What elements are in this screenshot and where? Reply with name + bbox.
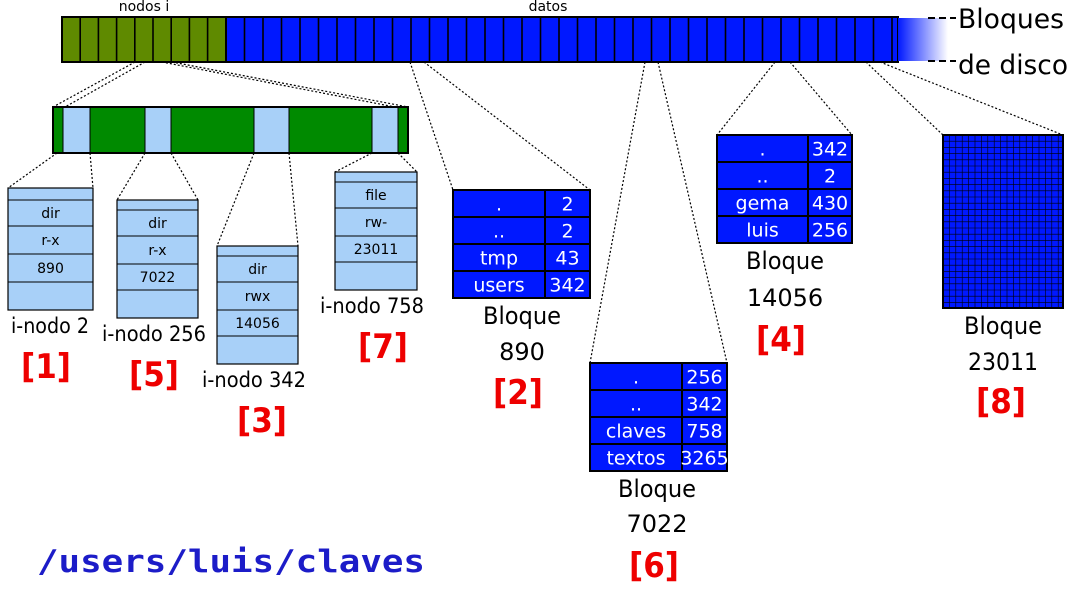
zoom-connectors [7,61,1064,364]
data-block-caption-2: 23011 [968,348,1038,376]
block-14056-entry-name: luis [746,220,779,242]
step-label-8: [8] [976,382,1026,422]
block-7022-entry-name: claves [606,421,666,443]
inodes-label: nodos i [119,0,170,15]
block-14056-entry-inode: 342 [812,139,848,161]
block-890-caption-2: 890 [499,338,545,366]
inode-2-caption: i-nodo 2 [11,314,89,338]
block-890-entry-name: users [473,275,524,297]
block-7022-entry-inode: 758 [686,421,722,443]
inode-2-field-0: dir [41,206,60,222]
inode-758-field-1: rw- [365,215,387,231]
disk-cell-dividers [79,17,893,62]
inode-slot [254,108,289,152]
legend-line-1: Bloques [958,4,1064,35]
inode-256-card: dir r-x 7022 i-nodo 256 [5] [102,199,206,395]
inode-758-caption: i-nodo 758 [320,294,424,318]
block-890-entry-inode: 2 [561,221,573,243]
step-label-2: [2] [493,373,543,413]
step-label-3: [3] [237,401,287,441]
inode-342-field-0: dir [248,262,267,278]
inode-256-field-2: 7022 [140,270,176,286]
inode-table [52,106,409,154]
inode-758-field-0: file [365,188,386,204]
data-region [225,16,899,63]
data-label: datos [529,0,568,15]
data-region-fade [898,18,948,61]
path-label: /users/luis/claves [37,544,425,580]
block-14056-entry-name: . [759,139,765,161]
inode-342-field-1: rwx [245,289,271,305]
inode-slot [372,108,398,152]
block-890-entry-name: .. [493,221,505,243]
block-14056-entry-inode: 430 [812,193,848,215]
inode-758-card: file rw- 23011 i-nodo 758 [7] [320,171,424,367]
inode-342-caption: i-nodo 342 [202,368,306,392]
inode-2-card: dir r-x 890 i-nodo 2 [1] [7,187,94,387]
inode-region [61,16,227,63]
step-label-7: [7] [358,327,408,367]
block-890-entry-name: tmp [480,248,518,270]
block-7022-entry-name: . [633,367,639,389]
step-label-6: [6] [629,546,679,586]
legend-line-2: de disco [958,50,1068,81]
block-890-caption-1: Bloque [483,302,561,330]
disk-bar: nodos i datos [61,0,948,63]
inode-256-field-1: r-x [148,243,166,259]
block-14056-entry-inode: 2 [824,166,836,188]
step-label-5: [5] [129,355,179,395]
block-7022-entry-name: .. [630,394,642,416]
data-block-caption-1: Bloque [964,312,1042,340]
inode-2-field-2: 890 [37,261,64,277]
inode-758-field-2: 23011 [354,242,399,258]
disk-legend: Bloques de disco [928,4,1068,81]
block-7022-entry-name: textos [606,448,665,470]
block-7022-entry-inode: 256 [686,367,722,389]
inode-342-field-2: 14056 [235,316,280,332]
step-label-4: [4] [756,320,806,360]
inode-2-field-1: r-x [41,233,59,249]
step-label-1: [1] [21,347,71,387]
inode-slot [145,108,171,152]
block-7022-caption-1: Bloque [618,475,696,503]
inode-cards: dir r-x 890 i-nodo 2 [1] dir r-x 7022 i-nodo 256… [7,171,424,441]
block-14056-entry-name: .. [756,166,768,188]
block-7022-entry-inode: 342 [686,394,722,416]
block-14056-caption-2: 14056 [747,284,823,312]
block-890-entry-inode: 342 [549,275,585,297]
block-14056-caption-1: Bloque [746,247,824,275]
block-14056-entry-inode: 256 [812,220,848,242]
block-14056-entry-name: gema [736,193,790,215]
block-7022-entry-inode: 3265 [680,448,728,470]
data-block-23011: Bloque 23011 [8] [942,134,1064,422]
inode-slot [63,108,90,152]
block-890-entry-name: . [496,194,502,216]
data-block-grid [943,135,1063,308]
inode-256-field-0: dir [148,216,167,232]
inode-342-card: dir rwx 14056 i-nodo 342 [3] [202,245,306,441]
block-890-entry-inode: 2 [561,194,573,216]
inode-256-caption: i-nodo 256 [102,322,206,346]
block-890-entry-inode: 43 [555,248,579,270]
block-7022-caption-2: 7022 [626,510,687,538]
